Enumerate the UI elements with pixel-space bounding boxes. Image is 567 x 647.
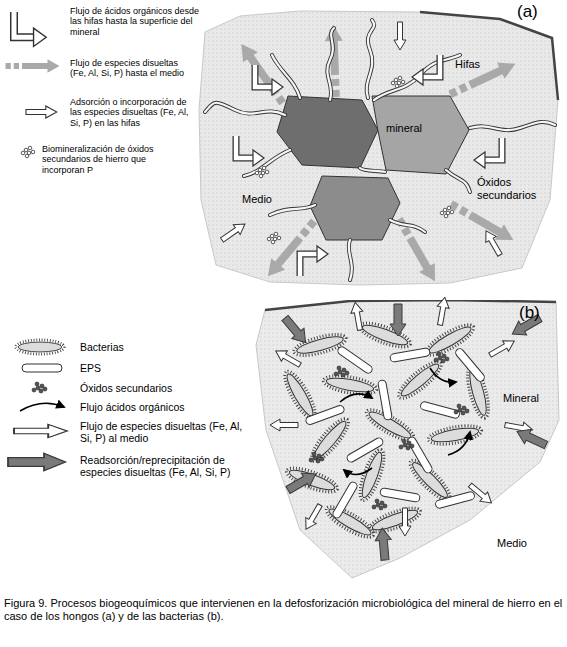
legend-text: Biomineralización de óxidos secundarios …	[42, 144, 160, 175]
region-label: mineral	[386, 122, 446, 135]
region-label: Medio	[242, 193, 302, 206]
region-outline	[370, 95, 470, 175]
region-label: Mineral	[503, 392, 563, 405]
panel-label: Medio	[497, 537, 557, 550]
legend-text: Adsorción o incorporación de las especie…	[70, 97, 190, 128]
legend-text: Flujo de especies disueltas (Fe, Al, Si,…	[80, 420, 250, 444]
legend-text: Flujo de especies disueltas (Fe, Al, Si,…	[70, 58, 190, 79]
mineral-grain: mineral	[370, 95, 470, 175]
medium-region: HifasMedio Óxidos secundarios mineral	[198, 10, 560, 286]
legend-text: Flujo de ácidos orgánicos desde las hifa…	[70, 6, 212, 37]
region-label: Hifas	[455, 58, 515, 71]
panel-label: (a)	[517, 2, 557, 22]
legend-text: Óxidos secundarios	[80, 382, 250, 394]
legend-text: EPS	[80, 362, 250, 374]
figure-caption: Figura 9. Procesos biogeoquímicos que in…	[4, 597, 564, 622]
legend-text: Readsorción/reprecipitación de especies …	[80, 454, 250, 478]
legend-text: Flujo ácidos orgánicos	[80, 401, 250, 413]
legend-text: Bacterias	[80, 341, 250, 353]
panel-label: (b)	[519, 303, 559, 323]
region-outline	[198, 10, 560, 286]
region-label: Óxidos secundarios	[477, 176, 541, 201]
